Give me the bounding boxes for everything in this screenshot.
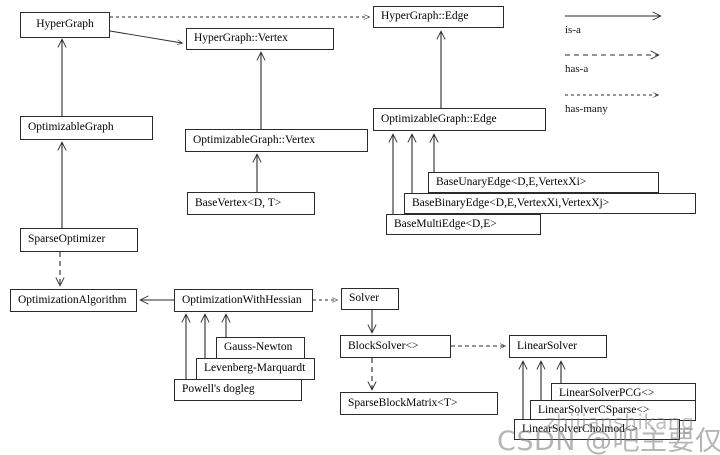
class-box-hypergraph_vertex[interactable]: HyperGraph::Vertex	[186, 28, 334, 50]
class-box-hypergraph_edge[interactable]: HyperGraph::Edge	[373, 6, 504, 28]
class-box-optimizable_edge[interactable]: OptimizableGraph::Edge	[373, 108, 546, 131]
legend-label-has-a: has-a	[565, 63, 589, 75]
class-box-powell[interactable]: Powell's dogleg	[174, 379, 302, 401]
class-box-base_multi_edge[interactable]: BaseMultiEdge<D,E>	[386, 214, 541, 235]
class-box-base_binary_edge[interactable]: BaseBinaryEdge<D,E,VertexXi,VertexXj>	[404, 193, 696, 214]
class-box-hypergraph[interactable]: HyperGraph	[20, 12, 110, 38]
class-box-linear_solver_cholmod[interactable]: LinearSolverCholmod<>	[514, 419, 680, 440]
legend-label-has-many: has-many	[565, 103, 608, 115]
edge-hypergraph-hypergraphvertex	[109, 30, 182, 43]
class-box-base_vertex[interactable]: BaseVertex<D, T>	[187, 192, 315, 215]
class-box-optimization_hessian[interactable]: OptimizationWithHessian	[174, 289, 313, 312]
class-box-optimization_algorithm[interactable]: OptimizationAlgorithm	[10, 289, 137, 312]
class-box-optimizable_vertex[interactable]: OptimizableGraph::Vertex	[185, 129, 368, 152]
class-box-sparse_optimizer[interactable]: SparseOptimizer	[20, 228, 138, 252]
class-box-block_solver[interactable]: BlockSolver<>	[340, 335, 451, 358]
legend-label-is-a: is-a	[565, 24, 581, 36]
class-box-linear_solver[interactable]: LinearSolver	[509, 335, 607, 358]
class-box-base_unary_edge[interactable]: BaseUnaryEdge<D,E,VertexXi>	[428, 172, 659, 193]
class-box-optimizable_graph[interactable]: OptimizableGraph	[20, 116, 153, 140]
class-box-solver[interactable]: Solver	[341, 288, 399, 310]
class-box-sparse_block_matrix[interactable]: SparseBlockMatrix<T>	[340, 392, 498, 415]
